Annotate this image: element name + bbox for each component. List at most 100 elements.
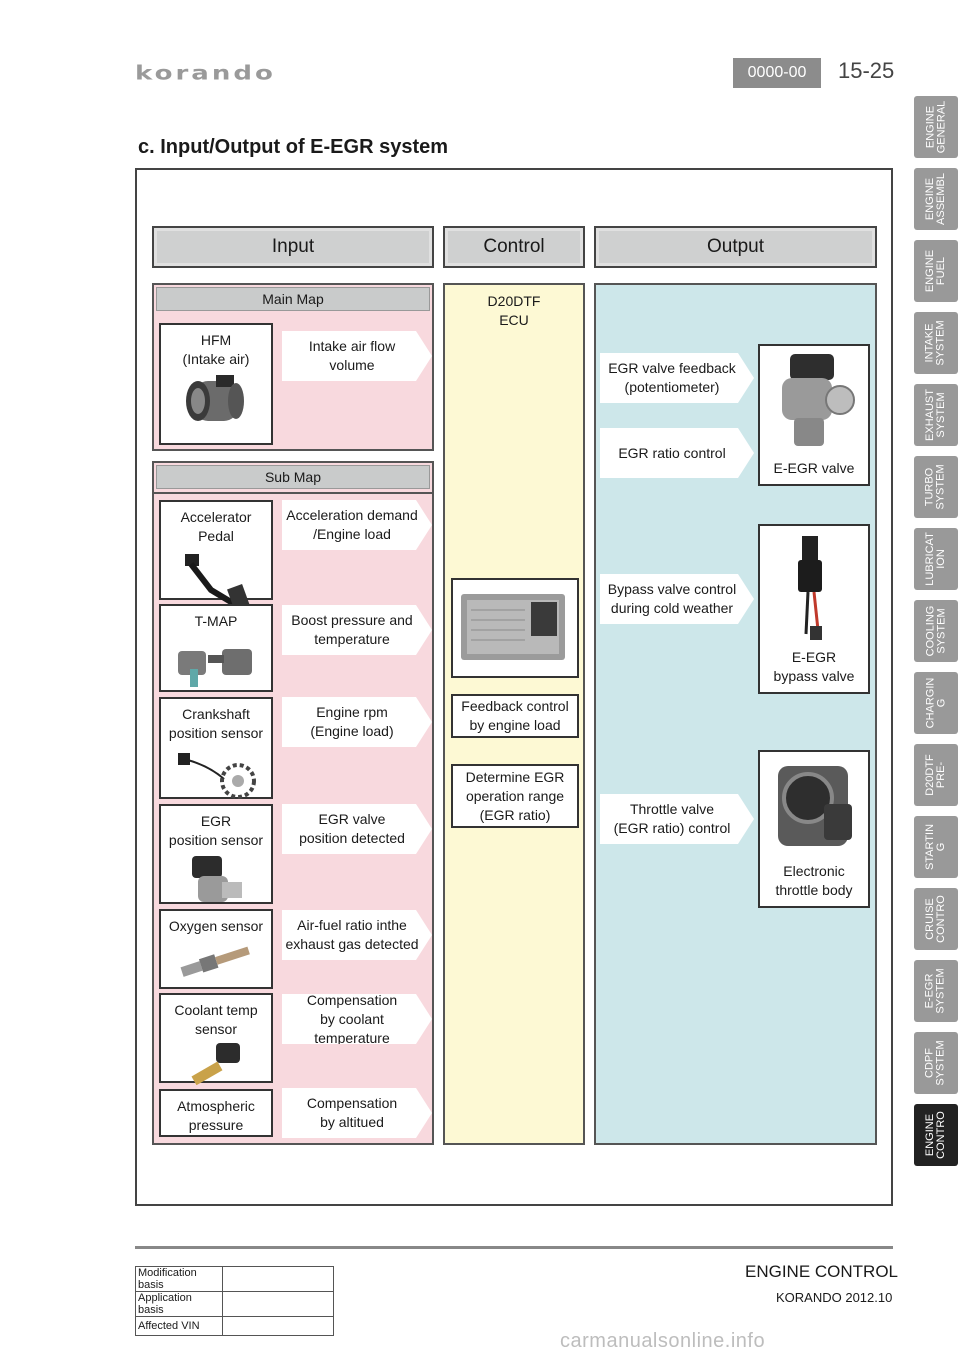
column-header-control: Control	[443, 226, 585, 268]
input-header-label: Input	[157, 231, 429, 263]
side-tab-label: ENGINE CONTRO	[924, 1111, 948, 1159]
footer-subtitle: KORANDO 2012.10	[776, 1290, 893, 1305]
side-tab[interactable]: INTAKE SYSTEM	[914, 312, 958, 374]
watermark: carmanualsonline.info	[560, 1330, 766, 1352]
signal-arrow-air-fuel: Air-fuel ratio inthe exhaust gas detecte…	[282, 910, 432, 960]
sensor-t-map: T-MAP	[159, 604, 273, 692]
side-tab-label: STARTIN G	[924, 823, 948, 871]
side-tab-label: INTAKE SYSTEM	[924, 320, 948, 366]
side-tab-label: ENGINE GENERAL	[924, 100, 948, 154]
signal-arrow-intake-air: Intake air flow volume	[282, 331, 432, 381]
egr-position-sensor-icon	[192, 856, 242, 902]
side-tab[interactable]: TURBO SYSTEM	[914, 456, 958, 518]
side-tab[interactable]: STARTIN G	[914, 816, 958, 878]
sensor-label: Oxygen sensor	[168, 918, 264, 934]
determine-egr-box: Determine EGR operation range (EGR ratio…	[451, 764, 579, 828]
sensor-label: Coolant temp sensor	[174, 1002, 258, 1037]
footer-title: ENGINE CONTROL	[745, 1262, 899, 1281]
side-tab-label: COOLING SYSTEM	[924, 605, 948, 657]
device-label: E-EGR bypass valve	[773, 649, 855, 684]
coolant-temp-sensor-icon	[191, 1043, 240, 1085]
side-tab[interactable]: E-EGR SYSTEM	[914, 960, 958, 1022]
table-row: Application basis	[135, 1291, 334, 1317]
side-tab[interactable]: ENGINE ASSEMBL	[914, 168, 958, 230]
ecu-image	[451, 578, 579, 678]
column-header-input: Input	[152, 226, 434, 268]
sensor-egr-position: EGR position sensor	[159, 804, 273, 904]
device-e-egr-valve: E-EGR valve	[758, 344, 870, 486]
table-label: Modification basis	[135, 1266, 223, 1292]
side-tab[interactable]: D20DTF PRE-	[914, 744, 958, 806]
table-label: Application basis	[135, 1291, 223, 1317]
signal-arrow-altitude: Compensation by altitued	[282, 1088, 432, 1138]
crankshaft-sensor-icon	[178, 753, 256, 799]
side-tab-label: CRUISE CONTRO	[924, 895, 948, 943]
control-header-label: Control	[448, 231, 580, 263]
table-row: Affected VIN	[135, 1316, 334, 1336]
side-tab-label: E-EGR SYSTEM	[924, 968, 948, 1014]
output-signal-throttle: Throttle valve (EGR ratio) control	[600, 794, 754, 844]
side-tab-label: TURBO SYSTEM	[924, 464, 948, 510]
side-tab[interactable]: EXHAUST SYSTEM	[914, 384, 958, 446]
feedback-control-box: Feedback control by engine load	[451, 694, 579, 738]
signal-arrow-boost: Boost pressure and temperature	[282, 605, 432, 655]
device-label: E-EGR valve	[773, 460, 855, 476]
side-tab[interactable]: CHARGIN G	[914, 672, 958, 734]
sensor-label: Crankshaft position sensor	[168, 706, 264, 741]
side-tab[interactable]: ENGINE CONTRO	[914, 1104, 958, 1166]
signal-arrow-egr-valve: EGR valve position detected	[282, 804, 432, 854]
page-number: 15-25	[838, 58, 895, 83]
main-map-title: Main Map	[156, 287, 430, 311]
table-label: Affected VIN	[135, 1316, 223, 1336]
output-signal-egr-ratio: EGR ratio control	[600, 428, 754, 478]
side-tab[interactable]: ENGINE FUEL	[914, 240, 958, 302]
device-e-egr-bypass-valve: E-EGR bypass valve	[758, 524, 870, 694]
output-signal-bypass: Bypass valve control during cold weather	[600, 574, 754, 624]
table-value	[222, 1316, 334, 1336]
sub-map-title: Sub Map	[156, 465, 430, 489]
side-tab[interactable]: COOLING SYSTEM	[914, 600, 958, 662]
ecu-icon	[461, 594, 565, 660]
sensor-label: Accelerator Pedal	[180, 509, 252, 544]
side-tab-label: ENGINE FUEL	[924, 249, 947, 293]
table-value	[222, 1266, 334, 1292]
output-signal-egr-feedback: EGR valve feedback (potentiometer)	[600, 353, 754, 403]
side-tab-label: CDPF SYSTEM	[924, 1040, 948, 1086]
side-tab-label: EXHAUST SYSTEM	[924, 389, 947, 441]
sensor-oxygen: Oxygen sensor	[159, 909, 273, 989]
sensor-coolant-temp: Coolant temp sensor	[159, 993, 273, 1085]
sensor-atmospheric-pressure: Atmospheric pressure	[159, 1089, 273, 1137]
side-tab[interactable]: CDPF SYSTEM	[914, 1032, 958, 1094]
side-tab[interactable]: ENGINE GENERAL	[914, 96, 958, 158]
section-title: c. Input/Output of E-EGR system	[138, 136, 449, 158]
signal-arrow-acceleration: Acceleration demand /Engine load	[282, 500, 432, 550]
modification-table: Modification basis Application basis Aff…	[135, 1266, 334, 1336]
side-tab[interactable]: CRUISE CONTRO	[914, 888, 958, 950]
sensor-crankshaft: Crankshaft position sensor	[159, 697, 273, 799]
table-row: Modification basis	[135, 1266, 334, 1292]
diagram-frame	[135, 168, 893, 1206]
sensor-label: HFM (Intake air)	[182, 332, 250, 367]
sensor-hfm: HFM (Intake air)	[159, 323, 273, 445]
table-value	[222, 1291, 334, 1317]
sensor-label: Atmospheric pressure	[177, 1098, 255, 1133]
section-code-badge: 0000-00	[733, 58, 821, 88]
side-tab-label: ENGINE ASSEMBL	[924, 173, 947, 225]
footer-divider	[135, 1246, 893, 1249]
ecu-label: D20DTF ECU	[487, 293, 541, 328]
side-tab[interactable]: LUBRICAT ION	[914, 528, 958, 590]
signal-arrow-coolant: Compensation by coolant temperature	[282, 994, 432, 1044]
sensor-label: T-MAP	[194, 613, 238, 629]
throttle-body-icon	[778, 766, 852, 846]
device-throttle-body: Electronic throttle body	[758, 750, 870, 908]
column-header-output: Output	[594, 226, 877, 268]
sub-map-divider	[152, 492, 434, 494]
t-map-sensor-icon	[178, 649, 252, 687]
egr-valve-icon	[782, 354, 855, 446]
signal-arrow-engine-rpm: Engine rpm (Engine load)	[282, 697, 432, 747]
side-tab-label: LUBRICAT ION	[924, 532, 947, 586]
side-tab-label: CHARGIN G	[924, 677, 948, 729]
hfm-sensor-icon	[186, 375, 244, 421]
sensor-accelerator-pedal: Accelerator Pedal	[159, 500, 273, 614]
device-label: Electronic throttle body	[775, 863, 853, 898]
